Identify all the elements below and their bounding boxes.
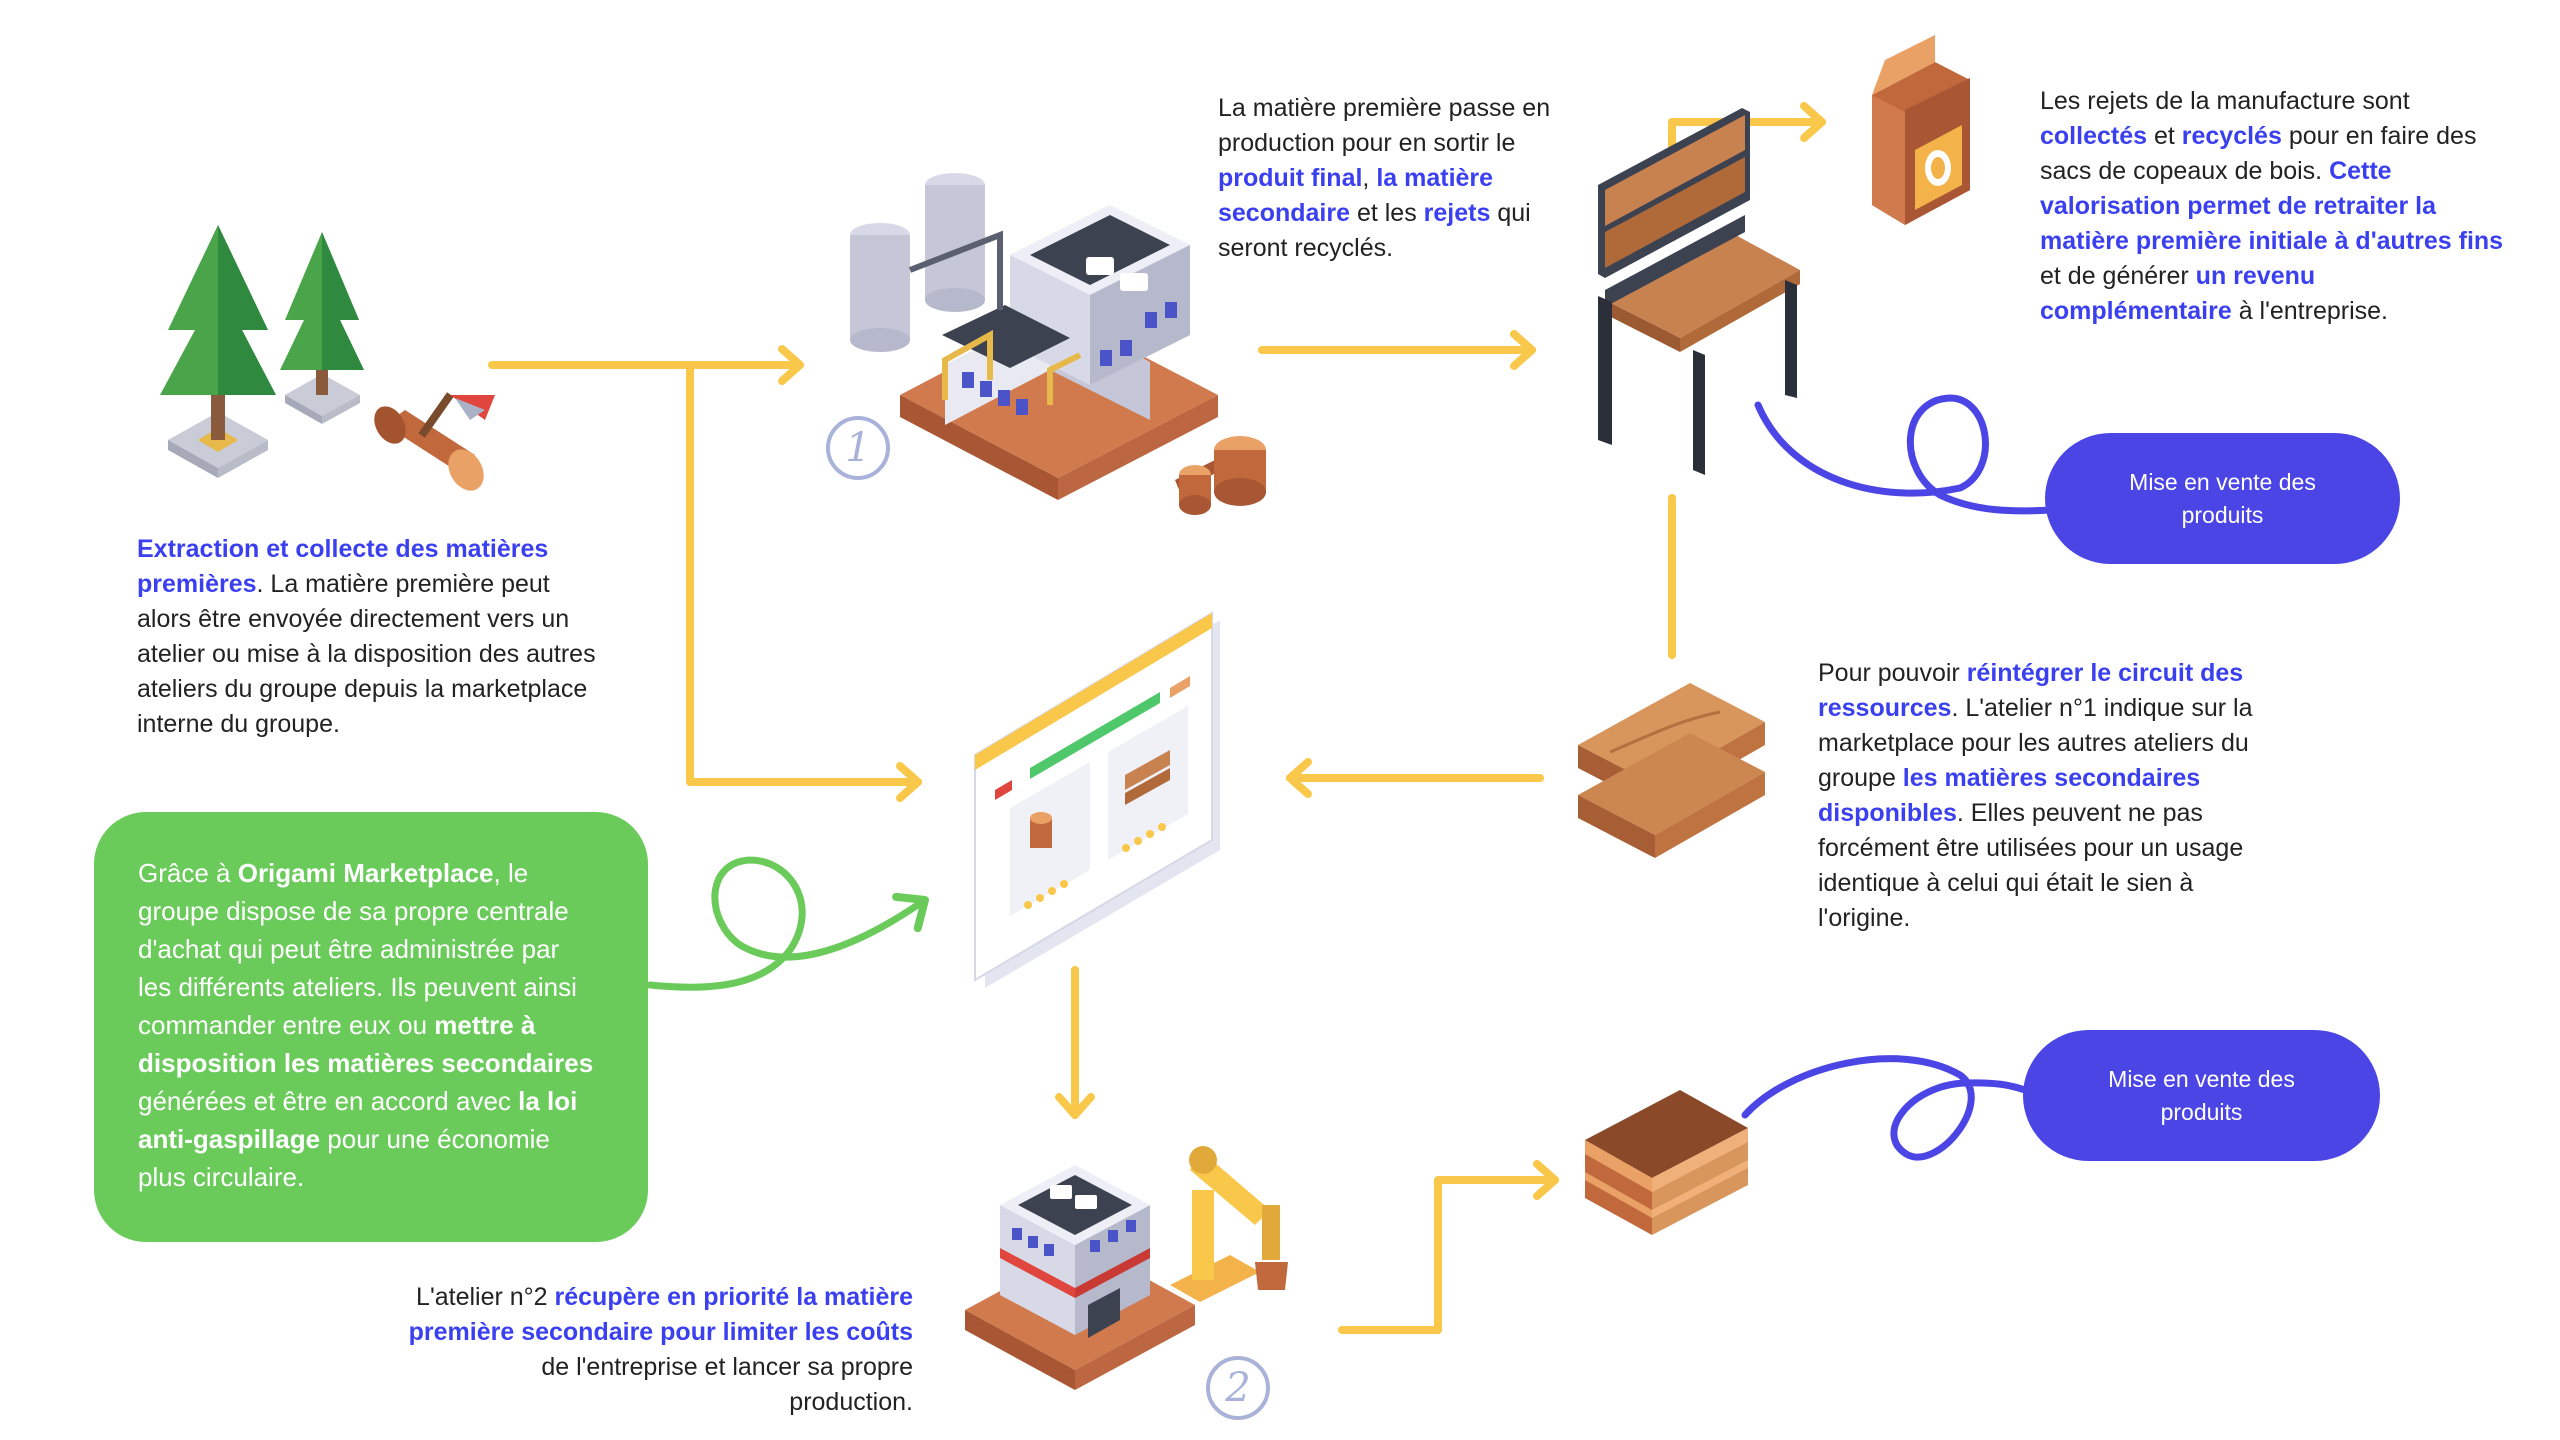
reintegration-line-4: groupe xyxy=(1818,764,1903,792)
card-line-4: les différents ateliers. Ils peuvent ain… xyxy=(138,972,577,1002)
production-line-4-rest: qui xyxy=(1490,199,1531,227)
reintegration-line-1: Pour pouvoir xyxy=(1818,659,1967,687)
atelier2-highlight-1: récupère en priorité la matière xyxy=(554,1283,913,1311)
recycling-highlight-7: complémentaire xyxy=(2040,297,2232,325)
recycling-line-7-rest: à l'entreprise. xyxy=(2231,297,2388,325)
reintegration-highlight-5: disponibles xyxy=(1818,799,1957,827)
recycling-text: Les rejets de la manufacture sont collec… xyxy=(2040,84,2540,329)
card-line-9: plus circulaire. xyxy=(138,1162,305,1192)
atelier-2-text: L'atelier n°2 récupère en priorité la ma… xyxy=(330,1280,913,1420)
factory-2-illustration xyxy=(965,1146,1288,1390)
production-text: La matière première passe en production … xyxy=(1218,91,1608,266)
step-number-2: 2 xyxy=(1206,1356,1270,1420)
card-highlight-5: mettre à xyxy=(434,1010,536,1040)
card-line-5: commander entre eux ou xyxy=(138,1010,435,1040)
green-swirl-arrow xyxy=(646,856,929,991)
sale-pill-top-line-2: produits xyxy=(2181,501,2264,528)
extraction-line-4: atelier ou mise à la disposition des aut… xyxy=(137,640,596,668)
recycling-highlight-4: valorisation permet de retraiter la xyxy=(2040,192,2436,220)
sale-pill-top-line-1: Mise en vente des xyxy=(2129,468,2316,495)
production-highlight-secondary-1: la matière xyxy=(1376,164,1494,192)
reintegration-line-6: forcément être utilisées pour un usage xyxy=(1818,834,2244,862)
card-line-1: Grâce à xyxy=(138,858,238,888)
recycling-highlight-3: Cette xyxy=(2329,157,2392,185)
sale-pill-bottom-line-1: Mise en vente des xyxy=(2108,1065,2295,1092)
recycling-highlight-5: matière première initiale à d'autres fin… xyxy=(2040,227,2504,255)
recycling-line-2-rest: pour en faire des xyxy=(2281,122,2477,150)
reintegration-line-3: marketplace pour les autres ateliers du xyxy=(1818,729,2249,757)
extraction-highlight-2: premières xyxy=(137,570,257,598)
arrow-workshop2-to-crate xyxy=(1338,1160,1559,1334)
factory-1-illustration xyxy=(850,173,1266,515)
reintegration-line-2-rest: . L'atelier n°1 indique sur la xyxy=(1951,694,2253,722)
trees-illustration xyxy=(160,225,495,491)
card-line-1-rest: , le xyxy=(493,858,529,888)
recycling-line-6: et de générer xyxy=(2040,262,2196,290)
reintegration-highlight-4: les matières secondaires xyxy=(1902,764,2201,792)
card-line-8-rest: pour une économie xyxy=(320,1124,550,1154)
production-line-2: production pour en sortir le xyxy=(1218,129,1516,157)
recycling-highlight-collected: collectés xyxy=(2040,122,2148,150)
step-number-1: 1 xyxy=(826,416,890,480)
recycling-highlight-recycled: recyclés xyxy=(2181,122,2282,150)
card-highlight-7: la loi xyxy=(518,1086,578,1116)
card-highlight-8: anti-gaspillage xyxy=(138,1124,321,1154)
sale-pill-top: Mise en vente des produits xyxy=(2045,433,2400,564)
recycling-line-2-mid: et xyxy=(2147,122,2182,150)
arrow-trees-to-marketplace xyxy=(686,361,922,802)
recycling-line-3: sacs de copeaux de bois. xyxy=(2040,157,2330,185)
production-sep: , xyxy=(1362,164,1377,192)
wood-chip-bag-illustration xyxy=(1872,35,1970,225)
production-line-1: La matière première passe en xyxy=(1218,94,1551,122)
reintegration-highlight-2: ressources xyxy=(1818,694,1952,722)
reintegration-line-5-rest: . Elles peuvent ne pas xyxy=(1956,799,2203,827)
atelier2-line-3: de l'entreprise et lancer sa propre xyxy=(541,1353,913,1381)
production-line-4-mid: et les xyxy=(1350,199,1424,227)
recycling-line-1: Les rejets de la manufacture sont xyxy=(2040,87,2410,115)
extraction-line-2: . La matière première peut xyxy=(256,570,550,598)
reintegration-line-8: l'origine. xyxy=(1818,904,1911,932)
atelier2-line-4: production. xyxy=(789,1388,913,1416)
extraction-line-3: alors être envoyée directement vers un xyxy=(137,605,570,633)
blue-swirl-bottom xyxy=(1741,1055,2029,1161)
card-highlight-origami: Origami Marketplace xyxy=(237,858,494,888)
card-line-2: groupe dispose de sa propre centrale xyxy=(138,896,569,926)
wood-planks-illustration xyxy=(1578,683,1765,858)
blue-swirl-top xyxy=(1754,394,2054,515)
atelier2-highlight-2: première secondaire pour limiter les coû… xyxy=(408,1318,913,1346)
reintegration-line-7: identique à celui qui était le sien à xyxy=(1818,869,2194,897)
reintegration-text: Pour pouvoir réintégrer le circuit des r… xyxy=(1818,656,2298,936)
crate-illustration xyxy=(1585,1090,1748,1235)
extraction-line-6: interne du groupe. xyxy=(137,710,340,738)
marketplace-info-card: Grâce à Origami Marketplace, le groupe d… xyxy=(94,812,648,1242)
production-highlight-rejects: rejets xyxy=(1423,199,1491,227)
atelier2-line-1: L'atelier n°2 xyxy=(416,1283,555,1311)
reintegration-highlight-1: réintégrer le circuit des xyxy=(1966,659,2244,687)
sale-pill-bottom-line-2: produits xyxy=(2160,1098,2243,1125)
extraction-line-5: ateliers du groupe depuis la marketplace xyxy=(137,675,588,703)
production-highlight-secondary-2: secondaire xyxy=(1218,199,1351,227)
bench-illustration xyxy=(1598,108,1800,475)
card-highlight-6: disposition les matières secondaires xyxy=(138,1048,594,1078)
recycling-highlight-6: un revenu xyxy=(2195,262,2316,290)
extraction-text: Extraction et collecte des matières prem… xyxy=(137,532,697,742)
card-line-7: générées et être en accord avec xyxy=(138,1086,519,1116)
production-line-5: seront recyclés. xyxy=(1218,234,1394,262)
card-line-3: d'achat qui peut être administrée par xyxy=(138,934,560,964)
production-highlight-final-product: produit final xyxy=(1218,164,1363,192)
sale-pill-bottom: Mise en vente des produits xyxy=(2023,1030,2380,1161)
marketplace-window-illustration xyxy=(974,611,1220,988)
extraction-highlight-1: Extraction et collecte des matières xyxy=(137,535,549,563)
